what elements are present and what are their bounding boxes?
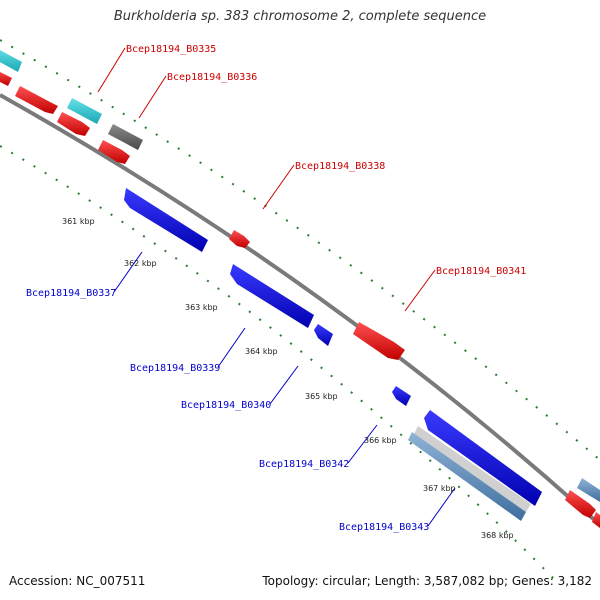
tick-label-364: 364 kbp	[245, 347, 278, 356]
callout-line-b0336	[138, 75, 167, 119]
accession-text: Accession: NC_007511	[9, 574, 146, 588]
backbone-line	[0, 93, 600, 527]
gene-feature-blue-3	[314, 324, 333, 346]
tick-label-362: 362 kbp	[124, 259, 157, 268]
gene-feature-cyan-2	[67, 98, 102, 124]
gene-feature-cyan-1	[0, 50, 22, 72]
gene-label-b0338[interactable]: Bcep18194_B0338	[295, 161, 385, 172]
callout-line-b0335	[97, 47, 126, 93]
gc-outer-track	[0, 39, 600, 461]
callout-line-b0341	[404, 269, 436, 312]
tick-label-367: 367 kbp	[423, 484, 456, 493]
topology-summary-text: Topology: circular; Length: 3,587,082 bp…	[262, 574, 592, 588]
callout-line-b0340	[269, 365, 299, 405]
gene-feature-blue-2	[230, 264, 314, 328]
gene-feature-red-5	[229, 230, 250, 248]
callout-line-b0339	[217, 327, 246, 368]
gene-feature-blue-1	[124, 188, 208, 252]
gene-feature-steel-1	[577, 478, 600, 502]
gene-feature-steel-2	[408, 432, 526, 521]
gene-label-b0342[interactable]: Bcep18194_B0342	[259, 459, 349, 470]
gene-feature-blue-4	[392, 386, 411, 406]
gene-feature-gray-1	[108, 124, 143, 150]
gene-feature-red-7	[565, 490, 596, 518]
callout-line-b0342	[347, 424, 378, 464]
gene-label-b0337[interactable]: Bcep18194_B0337	[26, 288, 116, 299]
tick-label-366: 366 kbp	[364, 436, 397, 445]
gene-feature-red-8	[592, 512, 600, 528]
callout-line-b0338	[262, 164, 295, 210]
gene-label-b0341[interactable]: Bcep18194_B0341	[436, 266, 526, 277]
tick-label-365: 365 kbp	[305, 392, 338, 401]
callout-line-b0337	[113, 251, 143, 293]
gene-feature-red-3	[57, 112, 90, 136]
gene-label-b0336[interactable]: Bcep18194_B0336	[167, 72, 257, 83]
gene-feature-red-1	[0, 72, 12, 86]
tick-label-363: 363 kbp	[185, 303, 218, 312]
gene-label-b0339[interactable]: Bcep18194_B0339	[130, 363, 220, 374]
callout-line-b0343	[427, 487, 456, 527]
tick-label-361: 361 kbp	[62, 217, 95, 226]
gene-label-b0343[interactable]: Bcep18194_B0343	[339, 522, 429, 533]
gene-feature-silver-1	[414, 426, 531, 512]
gene-feature-red-6	[353, 322, 405, 360]
gene-label-b0335[interactable]: Bcep18194_B0335	[126, 44, 216, 55]
gene-feature-blue-5	[424, 410, 542, 506]
tick-label-368: 368 kbp	[481, 531, 514, 540]
gene-label-b0340[interactable]: Bcep18194_B0340	[181, 400, 271, 411]
gene-feature-red-4	[98, 140, 130, 164]
gene-feature-red-2	[15, 86, 58, 114]
map-title: Burkholderia sp. 383 chromosome 2, compl…	[113, 9, 487, 24]
gc-middle-track	[0, 145, 561, 586]
